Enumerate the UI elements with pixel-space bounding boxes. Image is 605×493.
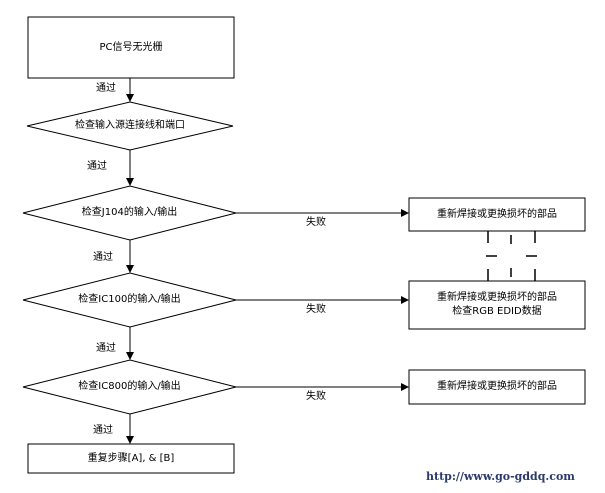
fix-box-2 <box>408 280 586 330</box>
fix-box-1-label: 重新焊接或更换损坏的部品 <box>437 208 557 220</box>
fix-box-2-line2: 检查RGB EDID数据 <box>452 306 542 317</box>
check-j104-label: 检查J104的输入/输出 <box>81 207 178 218</box>
fix-box-3-label: 重新焊接或更换损坏的部品 <box>437 381 557 392</box>
fix-box-3 <box>408 369 586 405</box>
dashed-link <box>486 231 537 281</box>
check-source-label: 检查输入源连接线和端口 <box>75 120 185 131</box>
decision-check-source <box>26 101 234 151</box>
end-box <box>27 443 235 474</box>
fix-box-2-line1: 重新焊接或更换损坏的部品 <box>437 292 557 303</box>
pass-label-3: 通过 <box>93 252 113 263</box>
pass-label-4: 通过 <box>96 343 116 354</box>
fail-label-2: 失败 <box>306 304 326 315</box>
fail-label-3: 失败 <box>306 391 326 402</box>
fail-label-1: 失败 <box>306 217 326 228</box>
start-box-label: PC信号无光栅 <box>99 41 163 53</box>
check-ic100-label: 检查IC100的输入/输出 <box>78 294 181 305</box>
pass-label-5: 通过 <box>93 425 113 436</box>
check-ic800-label: 检查IC800的输入/输出 <box>78 381 181 392</box>
end-box-label: 重复步骤[A], & [B] <box>87 452 175 464</box>
pass-label-2: 通过 <box>87 161 107 172</box>
pass-label-1: 通过 <box>96 83 116 94</box>
fix-box-2-content: 重新焊接或更换损坏的部品 检查RGB EDID数据 <box>409 281 585 329</box>
start-box <box>27 16 235 79</box>
watermark-url: http://www.go-gddq.com <box>426 470 575 483</box>
fix-box-1 <box>408 197 586 232</box>
